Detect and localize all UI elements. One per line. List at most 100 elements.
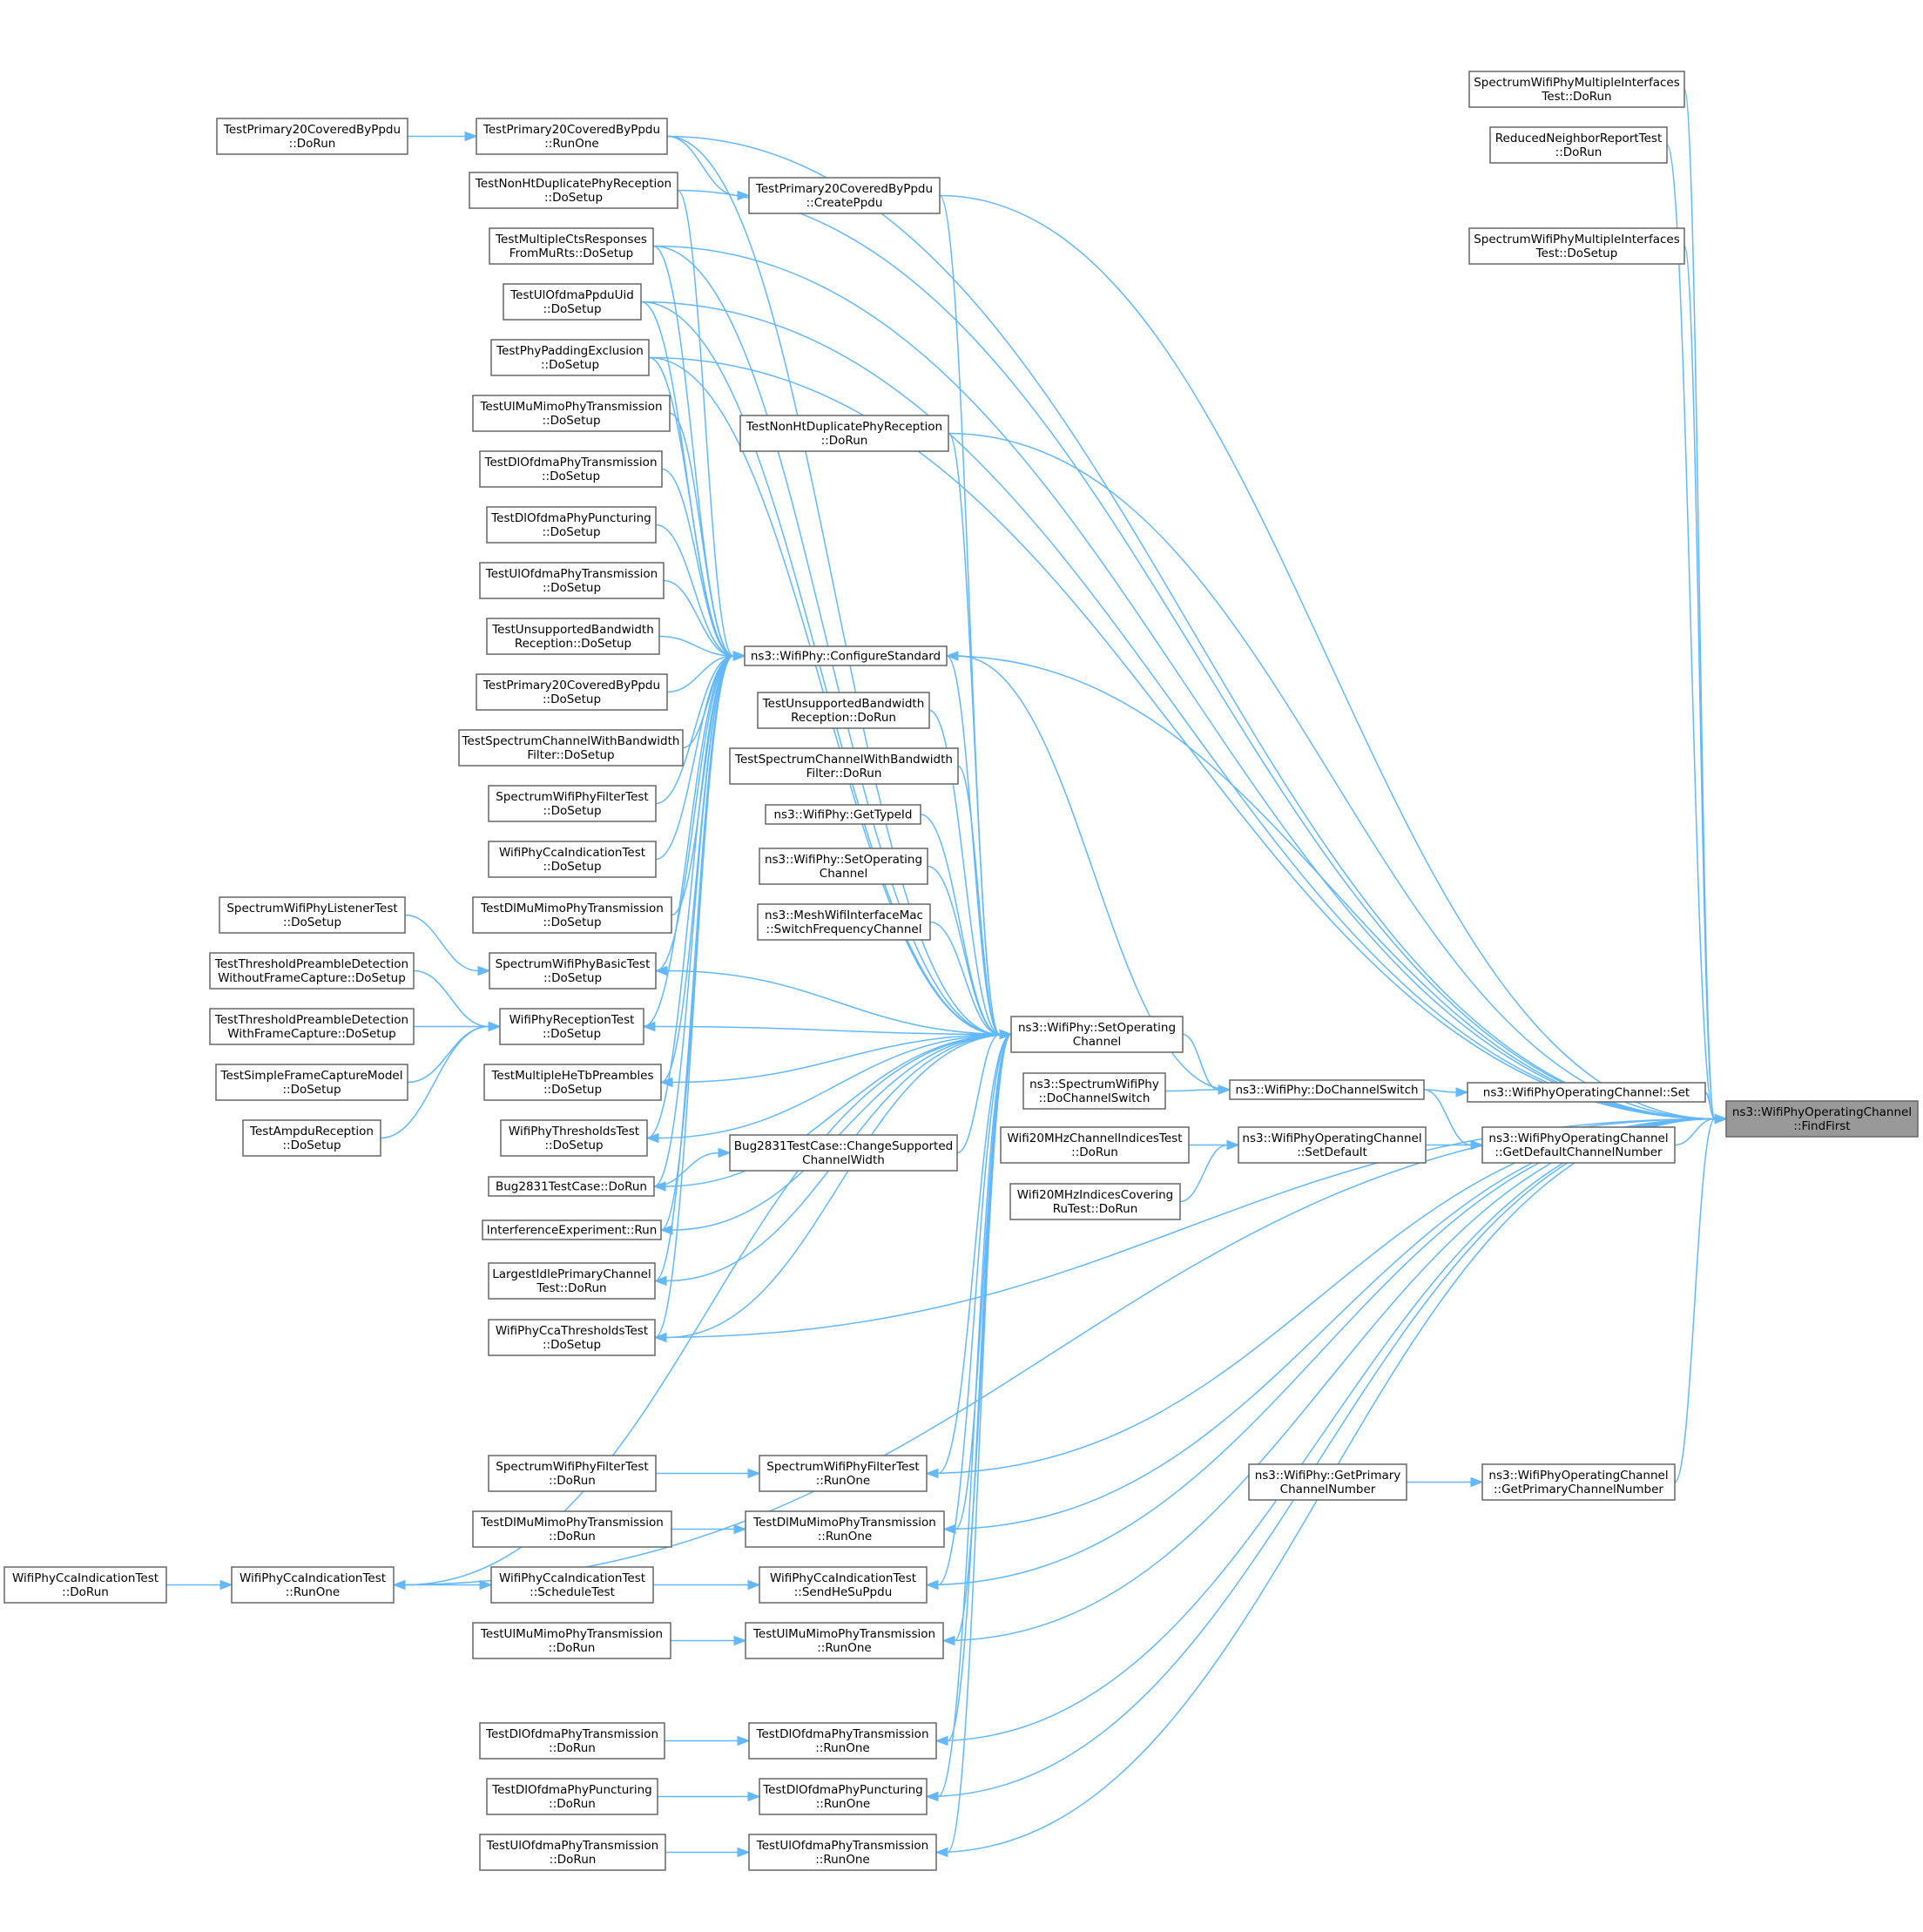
node-setdefault[interactable]: ns3::WifiPhyOperatingChannel::SetDefault xyxy=(1238,1126,1427,1164)
node-label: WithFrameCapture::DoSetup xyxy=(227,1027,395,1041)
node-ulofdmauid[interactable]: TestUlOfdmaPpduUid::DoSetup xyxy=(503,283,642,321)
node-thr_with[interactable]: TestThresholdPreambleDetectionWithFrameC… xyxy=(209,1008,415,1045)
node-dlofdma_dorun[interactable]: TestDlOfdmaPhyTransmission::DoRun xyxy=(479,1722,665,1760)
node-dlmumimo_dorun[interactable]: TestDlMuMimoPhyTransmission::DoRun xyxy=(472,1510,672,1548)
node-dlmumimo_dosetup[interactable]: TestDlMuMimoPhyTransmission::DoSetup xyxy=(472,896,672,934)
node-box xyxy=(472,1510,672,1548)
node-listener_dosetup[interactable]: SpectrumWifiPhyListenerTest::DoSetup xyxy=(219,896,406,934)
node-ulofdma_dosetup[interactable]: TestUlOfdmaPhyTransmission::DoSetup xyxy=(479,562,665,599)
node-mimi_int_dorun[interactable]: SpectrumWifiPhyMultipleInterfacesTest::D… xyxy=(1468,71,1685,108)
edge-setoperating-ulofdma_runone xyxy=(935,1033,1012,1858)
node-ulofdma_dorun[interactable]: TestUlOfdmaPhyTransmission::DoRun xyxy=(479,1834,666,1871)
node-ulofdma_runone[interactable]: TestUlOfdmaPhyTransmission::RunOne xyxy=(748,1834,937,1871)
node-getdefault[interactable]: ns3::WifiPhyOperatingChannel::GetDefault… xyxy=(1481,1126,1676,1164)
node-p20_dosetup[interactable]: TestPrimary20CoveredByPpdu::DoSetup xyxy=(476,673,668,711)
node-ccathr_dosetup[interactable]: WifiPhyCcaThresholdsTest::DoSetup xyxy=(488,1319,656,1356)
edge-setoperating-dochannelswitch xyxy=(1182,1033,1231,1095)
node-box xyxy=(745,1622,944,1659)
node-ccaind_sendhesu[interactable]: WifiPhyCcaIndicationTest::SendHeSuPpdu xyxy=(759,1566,928,1604)
edge-arrowhead xyxy=(733,1635,747,1646)
node-label: SpectrumWifiPhyBasicTest xyxy=(496,957,651,971)
node-bug2831_dorun[interactable]: Bug2831TestCase::DoRun xyxy=(488,1176,655,1197)
node-label: ::DoSetup xyxy=(543,915,601,929)
node-findfirst[interactable]: ns3::WifiPhyOperatingChannel::FindFirst xyxy=(1725,1100,1919,1138)
edge-arrowhead xyxy=(1226,1139,1240,1151)
edge-line xyxy=(671,1033,1012,1084)
node-nonht_dosetup[interactable]: TestNonHtDuplicatePhyReception::DoSetup xyxy=(469,172,678,209)
node-cts_dosetup[interactable]: TestMultipleCtsResponsesFromMuRts::DoSet… xyxy=(489,227,654,265)
node-p20_createppdu[interactable]: TestPrimary20CoveredByPpdu::CreatePpdu xyxy=(748,177,941,214)
edge-arrowhead xyxy=(737,1735,751,1746)
node-gettypeid[interactable]: ns3::WifiPhy::GetTypeId xyxy=(765,804,921,825)
node-bug2831_change[interactable]: Bug2831TestCase::ChangeSupportedChannelW… xyxy=(729,1134,958,1172)
node-p20_dorun[interactable]: TestPrimary20CoveredByPpdu::DoRun xyxy=(216,118,408,155)
edge-line xyxy=(658,635,734,657)
edge-arrowhead xyxy=(942,1523,956,1535)
node-spchbw_dosetup[interactable]: TestSpectrumChannelWithBandwidthFilter::… xyxy=(458,729,684,767)
node-basic_dosetup[interactable]: SpectrumWifiPhyBasicTest::DoSetup xyxy=(489,952,657,990)
node-label: TestPrimary20CoveredByPpdu xyxy=(482,123,660,137)
node-label: ::DoRun xyxy=(549,1741,596,1755)
node-box xyxy=(472,395,671,432)
node-ulmumimo_dorun[interactable]: TestUlMuMimoPhyTransmission::DoRun xyxy=(472,1622,671,1659)
node-reduced[interactable]: ReducedNeighborReportTest::DoRun xyxy=(1489,126,1668,164)
node-ccaind_dosetup[interactable]: WifiPhyCcaIndicationTest::DoSetup xyxy=(488,841,657,878)
node-phygetprimary[interactable]: ns3::WifiPhy::GetPrimaryChannelNumber xyxy=(1248,1463,1407,1501)
edge-bug2831_dorun-bug2831_change xyxy=(653,1147,732,1187)
node-thr_without[interactable]: TestThresholdPreambleDetectionWithoutFra… xyxy=(209,952,415,990)
node-filter_dorun[interactable]: SpectrumWifiPhyFilterTest::DoRun xyxy=(488,1455,657,1492)
node-p20_runone[interactable]: TestPrimary20CoveredByPpdu::RunOne xyxy=(476,118,668,155)
edge-ulmumimo_dorun-ulmumimo_runone xyxy=(671,1635,747,1646)
node-ccaind_dorun[interactable]: WifiPhyCcaIndicationTest::DoRun xyxy=(3,1566,167,1604)
node-label: TestPrimary20CoveredByPpdu xyxy=(223,123,401,137)
node-getprimary[interactable]: ns3::WifiPhyOperatingChannel::GetPrimary… xyxy=(1481,1463,1676,1501)
node-simplecapture[interactable]: TestSimpleFrameCaptureModel::DoSetup xyxy=(215,1064,408,1101)
node-spectrumdochannelswitch[interactable]: ns3::SpectrumWifiPhy::DoChannelSwitch xyxy=(1022,1072,1166,1110)
node-nonht_dorun[interactable]: TestNonHtDuplicatePhyReception::DoRun xyxy=(739,415,949,452)
node-ulmumimo_runone[interactable]: TestUlMuMimoPhyTransmission::RunOne xyxy=(745,1622,944,1659)
node-dlpunct_runone[interactable]: TestDlOfdmaPhyPuncturing::RunOne xyxy=(759,1778,928,1815)
node-interference[interactable]: InterferenceExperiment::Run xyxy=(482,1219,662,1240)
node-ampdu[interactable]: TestAmpduReception::DoSetup xyxy=(242,1119,381,1157)
edge-line xyxy=(926,1118,1716,1798)
node-box xyxy=(490,1566,654,1604)
edge-arrowhead xyxy=(645,1132,659,1144)
node-dlpunct_dosetup[interactable]: TestDlOfdmaPhyPuncturing::DoSetup xyxy=(486,506,657,544)
node-ccaind_schedule[interactable]: WifiPhyCcaIndicationTest::ScheduleTest xyxy=(490,1566,654,1604)
node-box xyxy=(759,1778,928,1815)
node-filter_dosetup[interactable]: SpectrumWifiPhyFilterTest::DoSetup xyxy=(488,785,657,822)
node-spchbw_dorun[interactable]: TestSpectrumChannelWithBandwidthFilter::… xyxy=(729,747,959,785)
node-dlpunct_dorun[interactable]: TestDlOfdmaPhyPuncturing::DoRun xyxy=(486,1778,658,1815)
node-reception_dosetup[interactable]: WifiPhyReceptionTest::DoSetup xyxy=(499,1008,644,1045)
node-mimi_int_dosetup[interactable]: SpectrumWifiPhyMultipleInterfacesTest::D… xyxy=(1468,227,1685,265)
node-ccaind_runone[interactable]: WifiPhyCcaIndicationTest::RunOne xyxy=(231,1566,395,1604)
node-label: LargestIdlePrimaryChannel xyxy=(492,1267,651,1281)
edge-arrowhead xyxy=(659,1077,673,1088)
edge-line xyxy=(666,135,1716,1120)
node-unsupbw_dosetup[interactable]: TestUnsupportedBandwidthReception::DoSet… xyxy=(486,618,660,655)
node-meshswitch[interactable]: ns3::MeshWifiInterfaceMac::SwitchFrequen… xyxy=(757,903,931,941)
node-thresholds_dosetup[interactable]: WifiPhyThresholdsTest::DoSetup xyxy=(500,1119,648,1157)
node-hetb_dosetup[interactable]: TestMultipleHeTbPreambles::DoSetup xyxy=(483,1064,662,1101)
node-label: ns3::WifiPhyOperatingChannel xyxy=(1488,1469,1668,1483)
edge-line xyxy=(652,245,1001,1036)
node-dlofdma_dosetup[interactable]: TestDlOfdmaPhyTransmission::DoSetup xyxy=(479,450,663,488)
node-filter_runone[interactable]: SpectrumWifiPhyFilterTest::RunOne xyxy=(759,1455,928,1492)
node-dlmumimo_runone[interactable]: TestDlMuMimoPhyTransmission::RunOne xyxy=(745,1510,945,1548)
node-label: TestMultipleCtsResponses xyxy=(495,233,647,247)
node-dochannelswitch[interactable]: ns3::WifiPhy::DoChannelSwitch xyxy=(1229,1079,1425,1100)
node-set[interactable]: ns3::WifiPhyOperatingChannel::Set xyxy=(1467,1082,1706,1103)
node-wifi20indices[interactable]: Wifi20MHzChannelIndicesTest::DoRun xyxy=(1000,1126,1190,1164)
node-ulmumimo_dosetup[interactable]: TestUlMuMimoPhyTransmission::DoSetup xyxy=(472,395,671,432)
node-dlofdma_runone[interactable]: TestDlOfdmaPhyTransmission::RunOne xyxy=(748,1722,937,1760)
node-box xyxy=(1009,1183,1181,1220)
node-box xyxy=(748,177,941,214)
node-padding[interactable]: TestPhyPaddingExclusion::DoSetup xyxy=(490,339,650,376)
node-configurestandard[interactable]: ns3::WifiPhy::ConfigureStandard xyxy=(744,645,948,666)
node-box xyxy=(757,903,931,941)
